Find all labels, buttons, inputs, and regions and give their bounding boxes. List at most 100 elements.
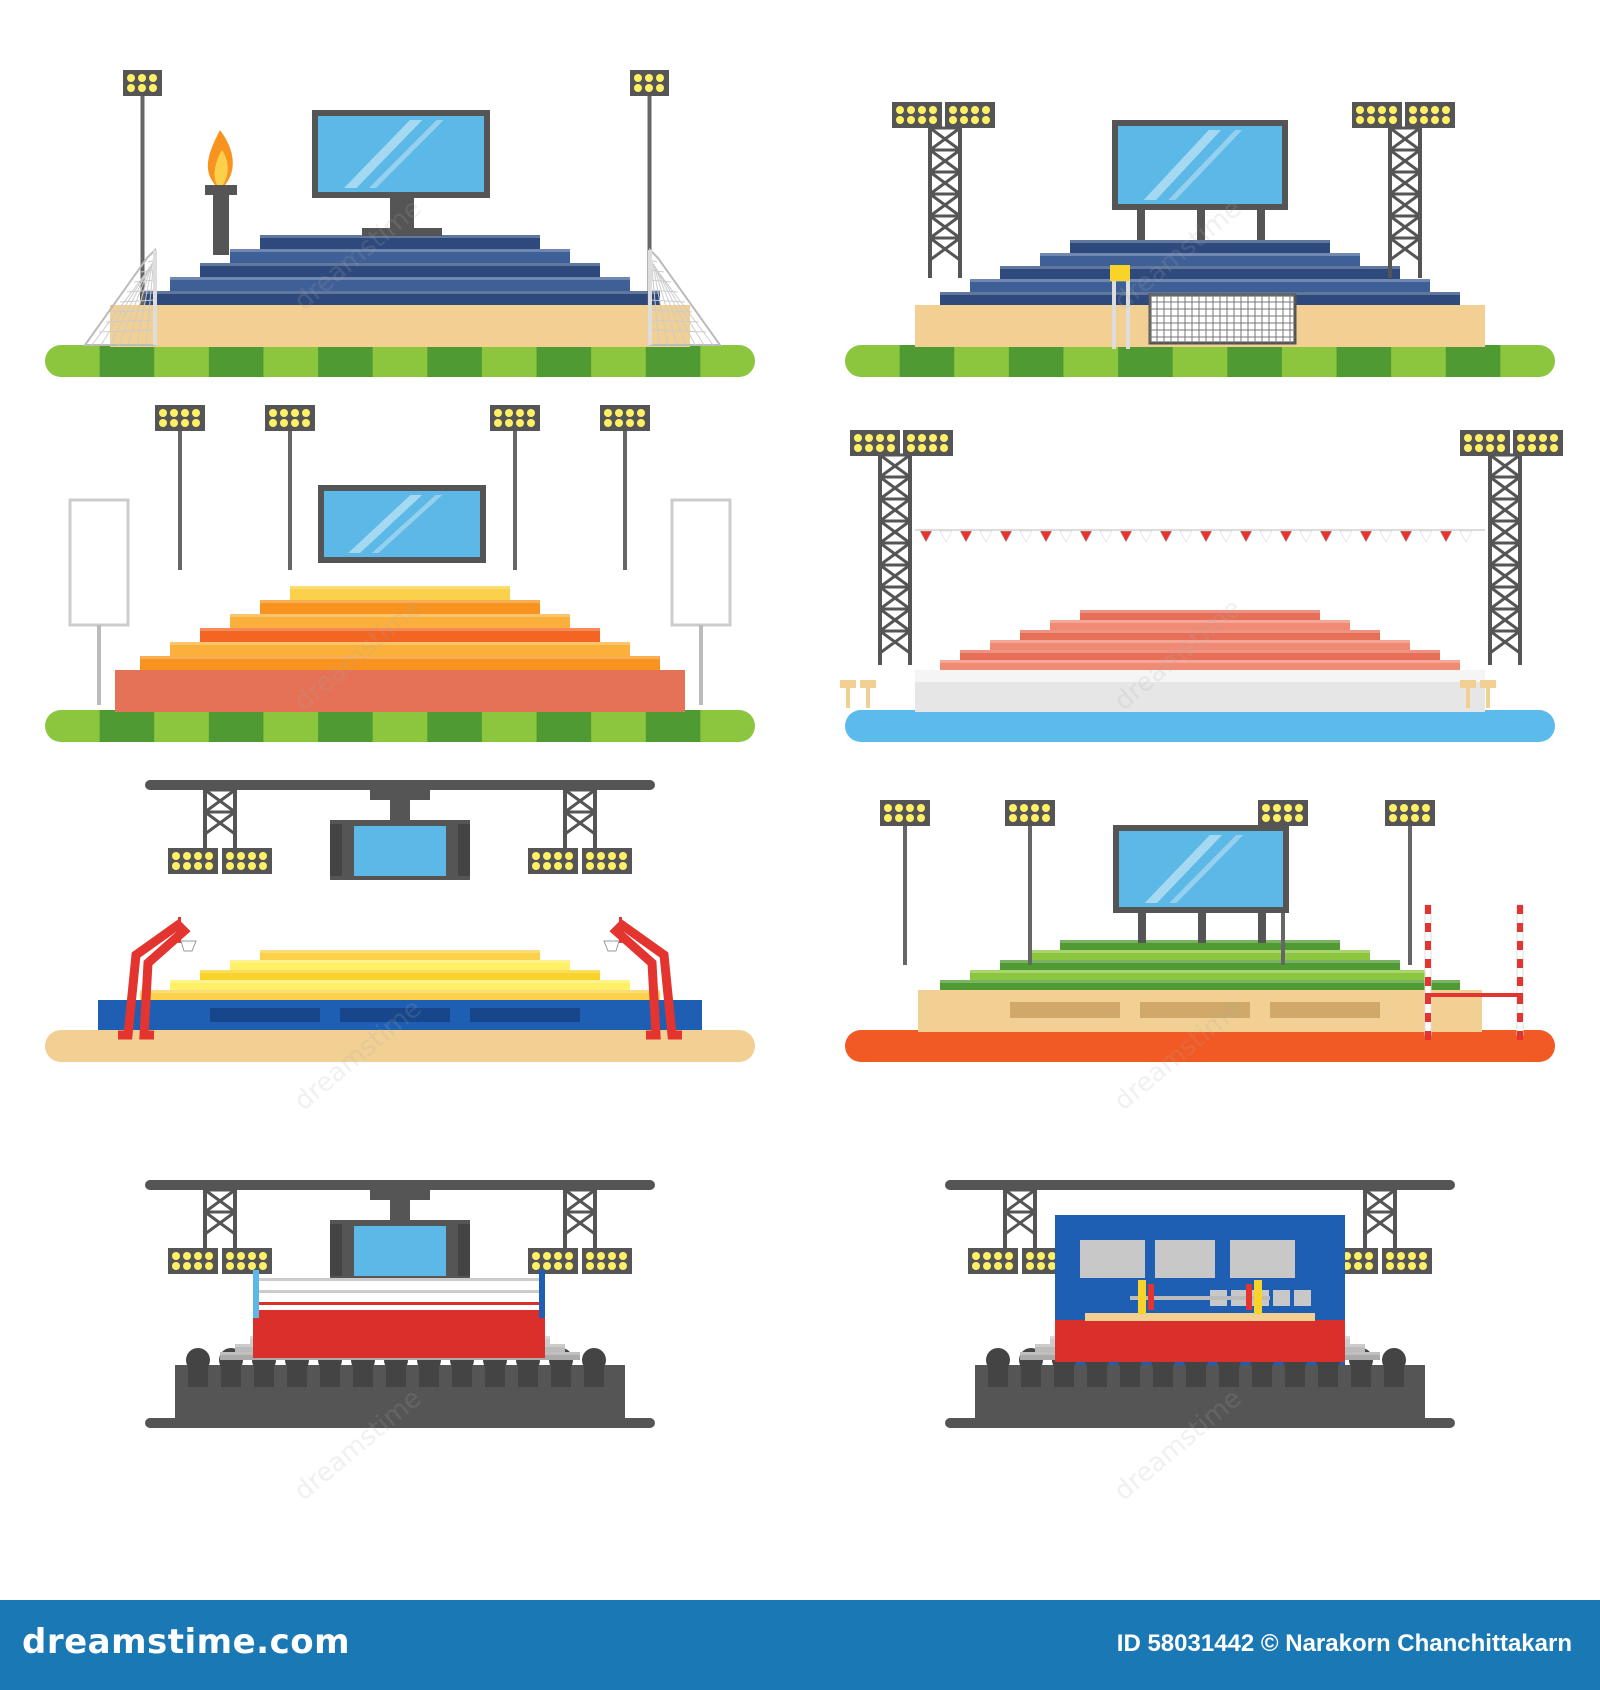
umpire-chair — [1110, 265, 1130, 349]
floodlight-icon — [528, 848, 578, 874]
floor-bar — [145, 1418, 655, 1428]
light-pole — [513, 431, 517, 570]
truss-tower — [203, 1188, 237, 1255]
light-pole — [623, 431, 627, 570]
floodlight-icon — [265, 405, 315, 431]
stadium-athletics-svg — [45, 405, 755, 742]
bunting-icon — [915, 529, 1485, 543]
floodlight-icon — [1005, 800, 1055, 826]
goal-net — [83, 247, 157, 346]
goal-net — [648, 247, 722, 346]
truss-tower — [1363, 1188, 1397, 1255]
image-credit: ID 58031442 © Narakorn Chanchittakarn — [1116, 1630, 1572, 1657]
light-pole — [178, 431, 182, 570]
light-pole — [288, 431, 292, 570]
grandstand — [940, 940, 1460, 990]
floodlight-icon — [222, 848, 272, 874]
truss-tower — [1388, 126, 1422, 278]
footer-bar: dreamstime.com ID 58031442 © Narakorn Ch… — [0, 1600, 1600, 1690]
truss-tower — [1488, 453, 1522, 665]
grass-field — [845, 345, 1555, 377]
floodlight-icon — [123, 70, 162, 96]
stadium-illustration-grid — [0, 0, 1600, 1580]
barbell-icon — [1130, 1280, 1270, 1314]
grandstand — [140, 950, 660, 1000]
court-floor — [45, 1030, 755, 1062]
ceiling-beam — [945, 1180, 1455, 1190]
light-pole — [1028, 826, 1032, 965]
floodlight-icon — [1513, 430, 1563, 456]
dreamstime-logo: dreamstime.com — [22, 1622, 351, 1662]
grandstand — [140, 586, 660, 670]
billboard-icon — [68, 498, 130, 705]
starting-block — [1480, 680, 1496, 708]
truss-tower — [928, 126, 962, 278]
floor-bar — [945, 1418, 1455, 1428]
tennis-net-icon — [1148, 293, 1297, 345]
floodlight-icon — [582, 1248, 632, 1274]
floodlight-icon — [630, 70, 669, 96]
grass-field — [45, 710, 755, 742]
running-track — [845, 1030, 1555, 1062]
stadium-athletics — [0, 380, 800, 780]
floodlight-icon — [1385, 800, 1435, 826]
stadium-base — [115, 670, 685, 712]
light-pole — [647, 96, 652, 305]
floodlight-icon — [600, 405, 650, 431]
stadium-tennis — [800, 0, 1600, 400]
stadium-rugby-svg — [845, 800, 1555, 1062]
boxing-ring-icon — [253, 1270, 545, 1358]
billboard-icon — [670, 498, 732, 705]
stadium-weightlifting — [800, 1180, 1600, 1580]
stadium-basketball — [0, 780, 800, 1180]
truss-tower — [563, 788, 597, 855]
floodlight-icon — [1352, 102, 1402, 128]
light-pole — [140, 96, 145, 305]
lifting-platform — [1055, 1320, 1345, 1362]
stadium-boxing — [0, 1180, 800, 1580]
basketball-hoop-icon — [603, 917, 682, 1040]
stadium-basketball-svg — [45, 780, 755, 1062]
truss-tower — [1003, 1188, 1037, 1255]
truss-tower — [563, 1188, 597, 1255]
floodlight-icon — [903, 430, 953, 456]
floodlight-icon — [168, 848, 218, 874]
basketball-hoop-icon — [118, 917, 197, 1040]
pool-deck — [915, 680, 1485, 712]
floodlight-icon — [1405, 102, 1455, 128]
grass-field — [45, 345, 755, 377]
scoreboard-screen — [1113, 825, 1289, 913]
jumbotron-icon — [330, 1190, 470, 1280]
scoreboard-screen — [312, 110, 490, 198]
jumbotron-icon — [330, 790, 470, 880]
ceiling-beam — [145, 1180, 655, 1190]
grandstand — [140, 235, 660, 305]
floodlight-icon — [528, 1248, 578, 1274]
scoreboard-screen — [318, 485, 486, 563]
light-pole — [903, 826, 907, 965]
floodlight-icon — [1460, 430, 1510, 456]
floodlight-icon — [1258, 800, 1308, 826]
floodlight-icon — [155, 405, 205, 431]
stadium-aquatics — [800, 380, 1600, 780]
scoreboard-screen — [1112, 120, 1288, 210]
floodlight-icon — [168, 1248, 218, 1274]
stadium-olympic-torch-svg — [45, 70, 755, 377]
starting-block — [860, 680, 876, 708]
floodlight-icon — [490, 405, 540, 431]
starting-block — [840, 680, 856, 708]
floodlight-icon — [945, 102, 995, 128]
stadium-tennis-svg — [845, 102, 1555, 377]
stadium-aquatics-svg — [840, 430, 1563, 742]
stadium-rugby — [800, 780, 1600, 1180]
stadium-olympic-torch — [0, 0, 800, 400]
floodlight-icon — [968, 1248, 1018, 1274]
light-pole — [1408, 826, 1412, 965]
floodlight-icon — [222, 1248, 272, 1274]
truss-tower — [878, 453, 912, 665]
floodlight-icon — [850, 430, 900, 456]
pool-water — [845, 710, 1555, 742]
rugby-posts-icon — [1424, 904, 1524, 1040]
floodlight-icon — [880, 800, 930, 826]
stadium-weightlifting-svg — [945, 1180, 1455, 1428]
